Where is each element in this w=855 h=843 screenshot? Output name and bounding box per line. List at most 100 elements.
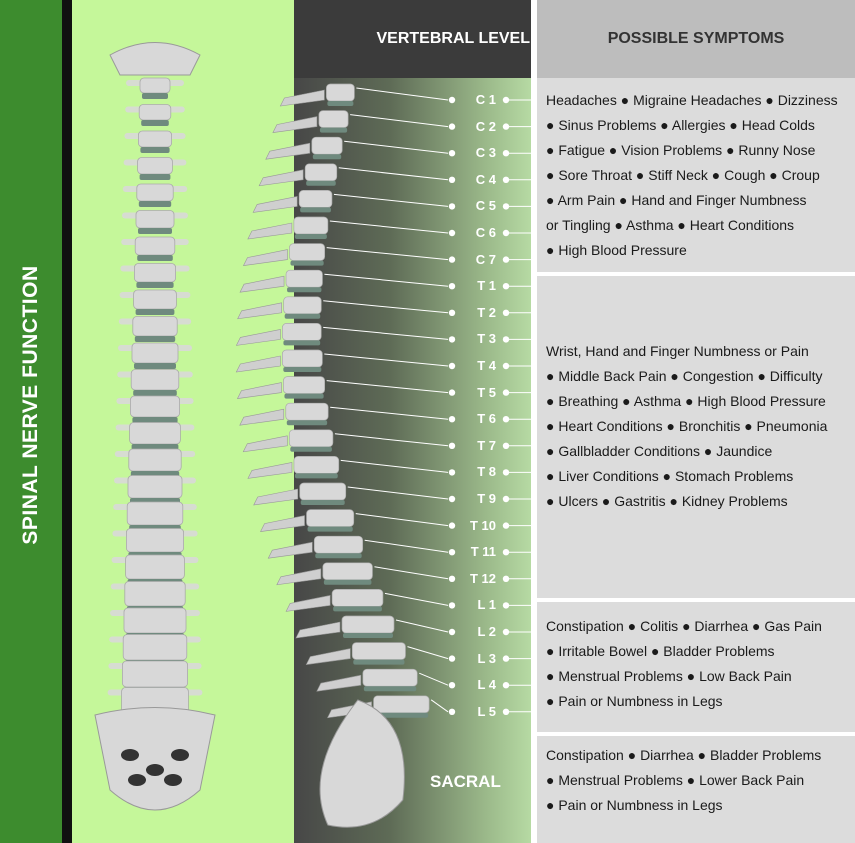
leader-dot bbox=[502, 549, 510, 556]
leader-dot bbox=[448, 549, 456, 556]
sacral-foramen bbox=[128, 774, 146, 786]
vertebral-level-label: T 1 bbox=[477, 278, 496, 294]
side-vertebra-body bbox=[293, 456, 340, 474]
symptom-separator bbox=[537, 598, 855, 602]
vertebra-body bbox=[129, 422, 181, 445]
side-disc bbox=[294, 473, 338, 479]
vertebra-body bbox=[123, 607, 187, 634]
vertebral-level-label: T 5 bbox=[477, 384, 496, 400]
leader-line bbox=[326, 380, 449, 394]
leader-dot bbox=[448, 389, 456, 396]
side-disc bbox=[319, 127, 348, 133]
vertebra-body bbox=[127, 475, 183, 499]
side-disc bbox=[290, 260, 324, 266]
intervertebral-disc bbox=[131, 444, 179, 450]
spinous-process bbox=[267, 541, 313, 559]
side-disc bbox=[342, 633, 393, 638]
leader-dot bbox=[502, 682, 510, 689]
side-disc bbox=[283, 367, 322, 372]
symptom-line: ● Menstrual Problems ● Lower Back Pain bbox=[546, 772, 805, 788]
vertebra-body bbox=[134, 263, 177, 283]
leader-dot bbox=[502, 442, 510, 449]
symptom-line: ● Heart Conditions ● Bronchitis ● Pneumo… bbox=[546, 418, 828, 434]
side-disc bbox=[306, 180, 336, 186]
symptoms-header-bar bbox=[537, 0, 855, 78]
side-view-spine bbox=[235, 83, 430, 828]
leader-dot bbox=[448, 469, 456, 476]
side-vertebra-body bbox=[362, 668, 418, 687]
leader-line bbox=[338, 167, 449, 181]
side-vertebra-body bbox=[288, 429, 334, 448]
intervertebral-disc bbox=[139, 174, 171, 180]
leader-dot bbox=[502, 522, 510, 529]
vertebral-level-label: C 1 bbox=[475, 92, 496, 107]
spinous-process bbox=[276, 568, 322, 586]
spinous-process bbox=[242, 435, 288, 453]
symptoms-panel bbox=[537, 78, 855, 843]
intervertebral-disc bbox=[134, 336, 176, 342]
leader-dot bbox=[448, 96, 456, 104]
intervertebral-disc bbox=[142, 93, 168, 99]
vertebral-level-label: L 1 bbox=[477, 597, 496, 613]
side-vertebra-body bbox=[293, 216, 329, 235]
intervertebral-disc bbox=[138, 228, 172, 234]
leader-dot bbox=[502, 256, 510, 263]
leader-dot bbox=[502, 283, 510, 290]
leader-line bbox=[356, 87, 449, 101]
leader-dot bbox=[502, 336, 510, 343]
side-disc bbox=[284, 393, 324, 399]
vertebra-body bbox=[131, 342, 179, 364]
vertebral-level-label: T 3 bbox=[477, 331, 496, 347]
leader-dot bbox=[502, 123, 510, 130]
spinous-process bbox=[260, 515, 305, 532]
intervertebral-disc bbox=[135, 309, 175, 315]
side-disc bbox=[312, 154, 342, 160]
vertebra-body bbox=[134, 236, 176, 256]
spinous-process bbox=[305, 648, 351, 665]
side-vertebra-body bbox=[311, 136, 343, 155]
symptoms-lumbar: Constipation ● Colitis ● Diarrhea ● Gas … bbox=[546, 614, 851, 714]
leader-line bbox=[430, 699, 449, 713]
intervertebral-disc bbox=[132, 417, 178, 423]
leader-line bbox=[374, 566, 449, 580]
spinous-process bbox=[239, 408, 285, 426]
vertebral-level-label: T 11 bbox=[470, 544, 496, 560]
symptom-line: ● Middle Back Pain ● Congestion ● Diffic… bbox=[546, 368, 823, 384]
vertebral-level-label: T 2 bbox=[477, 304, 496, 320]
vertebra-body bbox=[132, 316, 178, 337]
vertebral-header-bar bbox=[294, 0, 534, 78]
leader-line bbox=[323, 326, 449, 340]
leader-dot bbox=[448, 256, 456, 263]
symptoms-thoracic: Wrist, Hand and Finger Numbness or Pain … bbox=[546, 339, 851, 514]
leader-dot bbox=[448, 336, 456, 343]
side-vertebra-body bbox=[318, 110, 349, 128]
spinous-process bbox=[316, 674, 362, 692]
symptom-separator bbox=[537, 732, 855, 736]
leader-dot bbox=[502, 150, 510, 157]
sacral-foramen bbox=[121, 749, 139, 761]
vertebral-level-label: L 2 bbox=[477, 624, 496, 639]
vertebral-level-label: T 8 bbox=[477, 464, 496, 480]
vertebra-body bbox=[133, 289, 177, 310]
leader-dot bbox=[448, 309, 456, 316]
vertebral-level-label: T 7 bbox=[477, 437, 496, 453]
sacral-foramen bbox=[164, 774, 182, 786]
side-vertebra-body bbox=[299, 482, 347, 501]
side-vertebra-body bbox=[326, 83, 355, 102]
vertebral-level-header: VERTEBRAL LEVEL bbox=[376, 30, 531, 47]
leader-line bbox=[333, 193, 449, 207]
side-disc bbox=[333, 606, 382, 612]
vertebra-body bbox=[130, 369, 180, 391]
leader-dot bbox=[448, 708, 456, 715]
possible-symptoms-header: POSSIBLE SYMPTOMS bbox=[607, 30, 785, 47]
spinous-process bbox=[236, 382, 282, 399]
side-vertebra-body bbox=[341, 615, 395, 634]
leader-line bbox=[350, 114, 449, 128]
spinous-process bbox=[265, 142, 311, 160]
intervertebral-disc bbox=[136, 282, 174, 288]
leader-dot bbox=[448, 416, 456, 423]
spinous-process bbox=[272, 116, 318, 133]
leader-line bbox=[407, 646, 449, 660]
vertebral-level-label: C 6 bbox=[475, 225, 496, 240]
side-disc bbox=[283, 340, 321, 346]
